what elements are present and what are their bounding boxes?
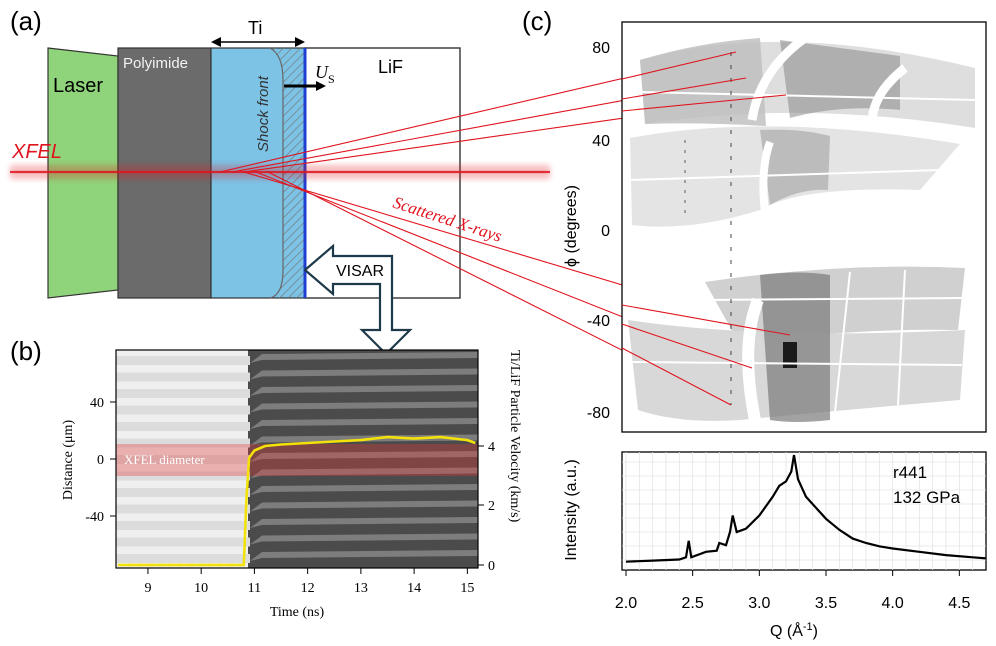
b-ytick-40: 40 (90, 396, 104, 411)
b-ytick-0: 0 (97, 453, 104, 468)
shock-front-label: Shock front (255, 75, 272, 152)
fringe-right (250, 533, 478, 545)
c-xtick-label: 2.5 (682, 595, 704, 612)
phi-axis-label: ϕ (degrees) (563, 185, 580, 267)
b-xtick-label: 10 (194, 581, 208, 596)
c-xlabel: Q (Å-1) (770, 621, 818, 640)
lineout-frame (621, 451, 987, 571)
visar-fringes (116, 352, 478, 563)
fringe-left (116, 504, 250, 514)
b-xtick-label: 15 (460, 581, 474, 596)
fringe-left (116, 389, 250, 398)
b-xtick-label: 9 (144, 581, 151, 596)
fringe-left (116, 405, 250, 415)
b-right-ticks: 4 2 0 (478, 440, 495, 574)
c-xtick-label: 4.5 (948, 595, 970, 612)
ti-label: Ti (248, 18, 262, 38)
fringe-right (250, 484, 478, 495)
b-x-ticks: 9 10 11 12 13 14 15 (144, 568, 474, 596)
fringe-right (250, 467, 478, 479)
fringe-right (250, 517, 478, 528)
lif-label: LiF (378, 57, 403, 77)
panel-b: (b) XFEL diameter 9 10 11 12 13 14 15 Time (ns… (10, 336, 522, 620)
c-xtick-label: 3.0 (748, 595, 770, 612)
panel-b-label: (b) (10, 336, 42, 366)
laser-label: Laser (53, 75, 103, 97)
c-xtick-label: 2.0 (615, 595, 637, 612)
b-xtick-label: 12 (301, 581, 315, 596)
fringe-right (250, 550, 478, 561)
xfel-diameter-label: XFEL diameter (124, 452, 205, 467)
c-ylabel: Intensity (a.u.) (563, 459, 580, 560)
phi-tick-40: 40 (592, 133, 610, 150)
b-rtick-4: 4 (488, 440, 495, 455)
fringe-left (116, 554, 250, 563)
fringe-left (116, 438, 250, 448)
b-xtick-label: 13 (354, 581, 368, 596)
phi-tick-neg80: -80 (587, 405, 610, 422)
xfel-diameter-band (116, 444, 478, 476)
panel-c-label: (c) (522, 6, 552, 36)
phi-tick-neg40: -40 (587, 313, 610, 330)
panel-c: (c) (522, 6, 987, 640)
us-label: US (315, 62, 335, 86)
phi-tick-80: 80 (592, 40, 610, 57)
b-left-ticks: 40 0 -40 (85, 396, 116, 525)
phi-tick-0: 0 (601, 223, 610, 240)
run-label: r441 (893, 463, 927, 482)
lineout-grid (622, 452, 986, 570)
fringe-left (116, 521, 250, 530)
fringe-right (250, 368, 478, 380)
b-ylabel-left: Distance (μm) (61, 420, 76, 501)
b-rtick-2: 2 (488, 499, 495, 514)
shock-velocity-arrowhead-icon (316, 81, 326, 91)
panel-a-label: (a) (10, 6, 42, 36)
ti-arrow-right-icon (295, 37, 305, 47)
c-xtick-label: 4.0 (882, 595, 904, 612)
fringe-left (116, 422, 250, 431)
fringe-left (116, 356, 250, 365)
ti-arrow-left-icon (211, 37, 221, 47)
b-ylabel-right: Ti/LiF Particle Velocity (km/s) (507, 350, 522, 523)
c-x-ticks: 2.0 2.5 3.0 3.5 4.0 4.5 (615, 570, 971, 612)
fringe-right (250, 418, 478, 429)
fringe-right (250, 352, 478, 363)
fringe-left (116, 471, 250, 481)
panel-a: (a) Laser Polyimide Shock front LiF Ti U… (10, 6, 791, 406)
lineout-curve (625, 454, 987, 563)
phi-ticks: 80 40 0 -40 -80 (587, 40, 610, 422)
diffraction-spot (783, 342, 797, 368)
b-ytick-neg40: -40 (85, 510, 104, 525)
fringe-left (116, 488, 250, 497)
c-xtick-label: 3.5 (815, 595, 837, 612)
fringe-right (250, 451, 478, 462)
visar-label: VISAR (336, 263, 384, 280)
fringe-left (116, 537, 250, 547)
xfel-label: XFEL (11, 141, 62, 163)
b-xtick-label: 14 (407, 581, 421, 596)
fringe-right (250, 385, 478, 396)
b-rtick-0: 0 (488, 559, 495, 574)
ray-endpoints (621, 51, 791, 406)
fringe-left (116, 372, 250, 382)
pressure-label: 132 GPa (893, 488, 961, 507)
polyimide-label: Polyimide (123, 55, 188, 72)
fringe-right (250, 401, 478, 413)
fringe-left (116, 455, 250, 464)
fringe-right (250, 500, 478, 512)
b-xlabel: Time (ns) (270, 605, 325, 620)
b-xtick-label: 11 (248, 581, 261, 596)
